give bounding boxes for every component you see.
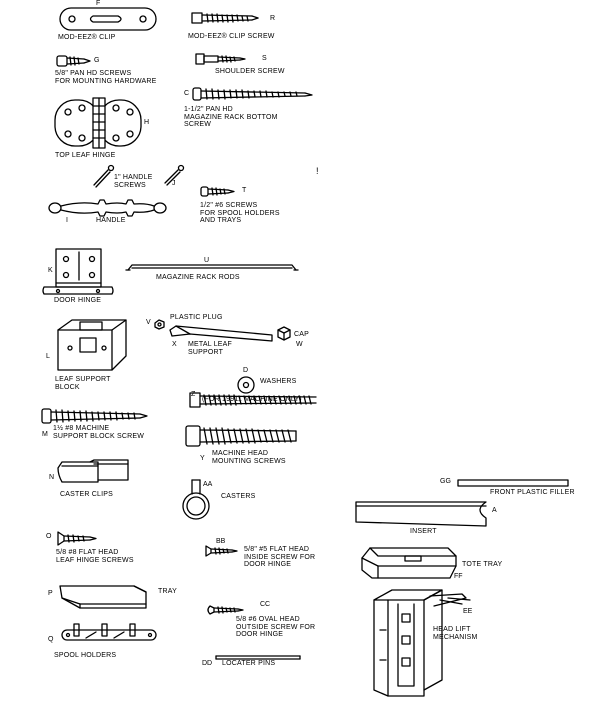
part-letter: U [204,257,210,264]
part-name: CAP [294,331,309,338]
metal-leaf-support-icon [169,325,273,342]
part-name: (FOR 19911 MACHINE ONLY) [202,396,302,403]
part-name: FRONT PLASTIC FILLER [490,489,575,496]
stray-mark: ! [316,166,319,176]
part-letter: EE [463,608,473,615]
tray-icon [59,585,147,609]
leaf-support-block-icon [57,319,127,371]
inside-door-screw-icon [205,545,238,557]
small-screw-icon [200,186,235,197]
long-pan-head-screw-icon [192,87,313,101]
part-name: MACHINE HEAD MOUNTING SCREWS [212,450,286,465]
part-letter: DD [202,660,213,667]
part-name: MOD-EEZ® CLIP [58,34,116,41]
part-letter: S [262,55,267,62]
part-name: HEAD LIFT MECHANISM [433,626,478,641]
spool-holder-icon [61,623,157,641]
part-letter: C [184,90,190,97]
part-name: 1½ #8 MACHINE SUPPORT BLOCK SCREW [53,425,145,440]
part-letter: Q [48,636,54,643]
part-name: MOD-EEZ® CLIP SCREW [188,33,275,40]
part-letter: R [270,15,276,22]
part-name: PLASTIC PLUG [170,314,223,321]
part-letter: F [96,0,101,7]
magazine-rack-rod-icon [125,264,299,271]
oval-head-screw-icon [207,605,244,615]
caster-icon [182,479,210,520]
head-lift-mechanism-icon [373,589,471,697]
cap-icon [277,326,291,341]
part-letter: H [144,119,150,126]
part-letter: Y [200,455,205,462]
part-letter: V [146,319,151,326]
part-letter: Z [191,391,196,398]
mod-eez-clip-icon [59,7,157,31]
part-letter: CC [260,601,271,608]
pan-head-screw-icon [56,55,91,67]
part-name: INSERT [410,528,437,535]
shoulder-screw-icon [195,53,246,65]
washer-icon [237,376,255,394]
caster-clip-icon [57,459,129,483]
part-letter: J [172,180,176,187]
handle-icon [48,199,167,217]
part-letter: T [242,187,247,194]
part-letter: BB [216,538,226,545]
part-name: LEAF SUPPORT BLOCK [55,376,111,391]
part-letter: P [48,590,53,597]
part-name: HANDLE [96,217,126,224]
part-letter: AA [203,481,213,488]
part-name: LOCATER PINS [222,660,276,667]
part-name: SHOULDER SCREW [215,68,285,75]
mounting-screw-icon [185,425,297,447]
part-name: METAL LEAF SUPPORT [188,341,233,356]
long-machine-screw-icon [189,392,317,408]
tote-tray-icon [361,547,457,579]
top-leaf-hinge-icon [54,97,142,149]
part-letter: M [42,431,48,438]
clip-screw-icon [191,12,259,24]
part-letter: K [48,267,53,274]
part-letter: O [46,533,52,540]
part-name: 1" HANDLE SCREWS [114,174,153,189]
part-letter: L [46,353,50,360]
part-letter: G [94,57,100,64]
part-letter: D [243,367,249,374]
part-name: 1/2" #6 SCREWS FOR SPOOL HOLDERS AND TRA… [200,202,280,224]
door-hinge-icon [42,248,114,295]
part-name: MAGAZINE RACK RODS [156,274,240,281]
part-letter: W [296,341,303,348]
part-letter: A [492,507,497,514]
part-name: DOOR HINGE [54,297,102,304]
insert-icon [355,501,487,527]
part-name: SPOOL HOLDERS [54,652,117,659]
part-letter: X [172,341,177,348]
part-name: 5/8 #6 OVAL HEAD OUTSIDE SCREW FOR DOOR … [236,616,316,638]
part-name: 5/8 #8 FLAT HEAD LEAF HINGE SCREWS [56,549,134,564]
part-letter: N [49,474,55,481]
part-name: 1-1/2" PAN HD MAGAZINE RACK BOTTOM SCREW [184,106,278,128]
part-name: 5/8" #5 FLAT HEAD INSIDE SCREW FOR DOOR … [244,546,316,568]
handle-screw-icon [93,164,185,188]
locater-pin-icon [215,655,301,660]
part-name: TOP LEAF HINGE [55,152,116,159]
flat-head-screw-icon [57,531,97,546]
part-name: TRAY [158,588,177,595]
part-letter: I [66,217,68,224]
part-letter: FF [454,573,463,580]
plastic-plug-icon [154,319,165,330]
part-name: CASTERS [221,493,256,500]
support-block-screw-icon [41,408,148,424]
part-name: CASTER CLIPS [60,491,113,498]
part-name: 5/8" PAN HD SCREWS FOR MOUNTING HARDWARE [55,70,157,85]
part-letter: GG [440,478,451,485]
front-plastic-filler-icon [457,479,569,487]
part-name: WASHERS [260,378,297,385]
part-name: TOTE TRAY [462,561,503,568]
